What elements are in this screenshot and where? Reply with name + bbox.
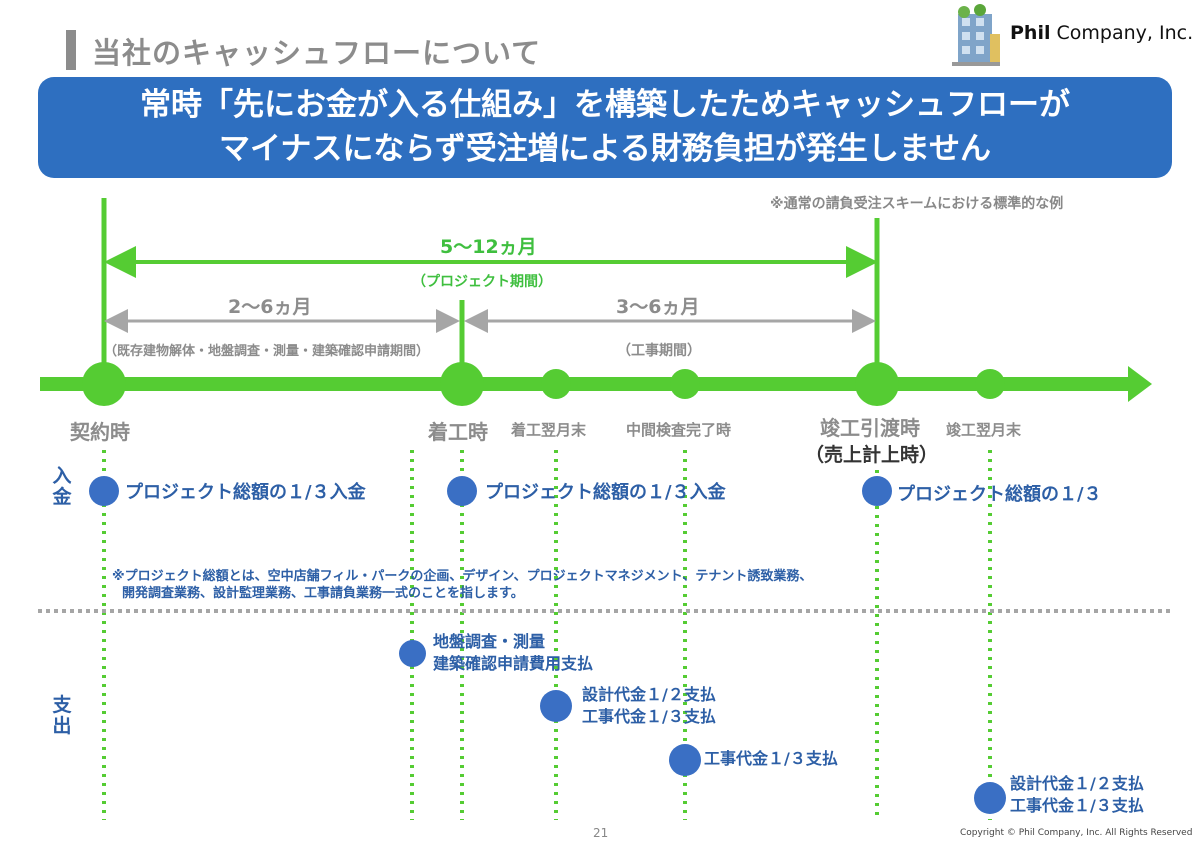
contract-node — [82, 362, 126, 406]
expense-item-survey: 地盤調査・測量建築確認申請費用支払 — [433, 632, 594, 673]
banner-line-2: マイナスにならず受注増による財務負担が発生しません — [219, 131, 991, 167]
banner-line-1: 常時「先にお金が入る仕組み」を構築したためキャッシュフローが — [140, 87, 1070, 123]
total-period-sub: （プロジェクト期間） — [412, 274, 552, 290]
page-number: 21 — [593, 826, 609, 840]
milestone-mid-inspection: 中間検査完了時 — [626, 421, 732, 439]
income-item-start: プロジェクト総額の１/３入金 — [485, 482, 726, 503]
expense-dot-survey — [399, 640, 426, 667]
start-node — [440, 362, 484, 406]
project-total-footnote: ※プロジェクト総額とは、空中店舗フィル・パークの企画、デザイン、プロジェクトマネ… — [112, 569, 813, 601]
income-dot-handover — [862, 476, 892, 506]
income-section-label: 入金 — [52, 465, 72, 508]
company-building-logo-icon — [952, 4, 1000, 66]
copyright: Copyright © Phil Company, Inc. All Right… — [960, 828, 1193, 838]
page-title: 当社のキャッシュフローについて — [92, 36, 542, 70]
income-dot-start — [447, 476, 477, 506]
income-dot-contract — [89, 476, 119, 506]
mid-inspection-node — [670, 369, 700, 399]
expense-item-month-after-start: 設計代金１/２支払工事代金１/３支払 — [582, 685, 716, 726]
month-after-completion-node — [975, 369, 1005, 399]
income-item-contract: プロジェクト総額の１/３入金 — [125, 482, 366, 503]
milestone-start: 着工時 — [428, 420, 488, 444]
expense-section-label: 支出 — [52, 694, 72, 737]
milestone-month-after-completion: 竣工翌月末 — [946, 421, 1022, 439]
main-timeline-bar — [40, 377, 1130, 391]
expense-item-mid-inspection: 工事代金１/３支払 — [704, 749, 838, 768]
expense-dot-month-after-start — [540, 690, 572, 722]
total-period-label: 5～12ヵ月 — [440, 236, 537, 258]
expense-item-month-after-completion: 設計代金１/２支払工事代金１/３支払 — [1010, 774, 1144, 815]
title-accent-bar — [66, 30, 76, 70]
milestone-month-after-start: 着工翌月末 — [511, 421, 587, 439]
milestone-contract: 契約時 — [70, 420, 130, 444]
milestone-handover-sub: （売上計上時） — [805, 444, 939, 466]
company-logo-text: Phil Company, Inc. — [1010, 22, 1194, 44]
construction-period-sub: （工事期間） — [617, 343, 701, 359]
handover-node — [855, 362, 899, 406]
timeline-arrow-head — [1128, 366, 1152, 402]
milestone-handover: 竣工引渡時 — [820, 416, 920, 440]
income-item-handover: プロジェクト総額の１/３ — [897, 484, 1102, 505]
headline-banner: 常時「先にお金が入る仕組み」を構築したためキャッシュフローが マイナスにならず受… — [38, 77, 1172, 178]
expense-dot-month-after-completion — [974, 782, 1006, 814]
expense-dot-mid-inspection — [669, 744, 701, 776]
scheme-note: ※通常の請負受注スキームにおける標準的な例 — [770, 196, 1064, 212]
pre-construction-period-sub: （既存建物解体・地盤調査・測量・建築確認申請期間） — [104, 344, 430, 359]
construction-period-label: 3～6ヵ月 — [616, 296, 700, 318]
month-after-start-node — [541, 369, 571, 399]
pre-construction-period-label: 2～6ヵ月 — [228, 296, 312, 318]
